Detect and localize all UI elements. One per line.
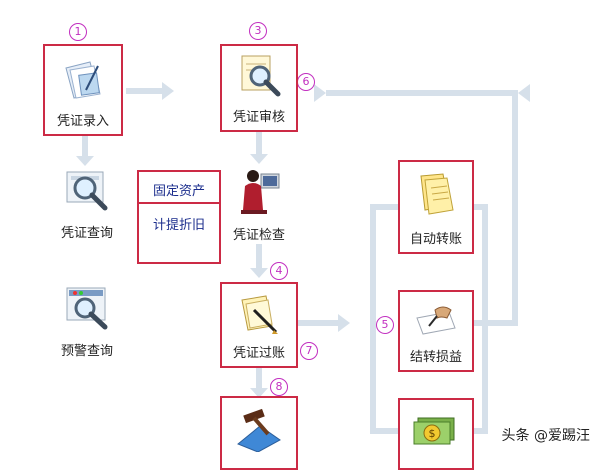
loop-pipe-top-right (462, 204, 488, 210)
auto-transfer-label: 自动转账 (409, 232, 462, 247)
step-number-4: 4 (270, 262, 288, 280)
money-icon: $ (412, 408, 460, 448)
arrow-posting-to-eight (250, 368, 268, 398)
loop-return-vertical (512, 90, 518, 326)
gavel-icon (234, 404, 284, 453)
voucher-check-node[interactable]: 凭证检查 (222, 166, 296, 243)
voucher-review-label: 凭证审核 (232, 110, 285, 125)
warning-query-label: 预警查询 (60, 344, 113, 359)
voucher-check-label: 凭证检查 (232, 228, 285, 243)
arrow-check-to-posting (250, 244, 268, 278)
step-number-1: 1 (69, 23, 87, 41)
posting-pen-icon (236, 290, 282, 336)
svg-text:$: $ (429, 427, 436, 440)
arrow-entry-to-review (126, 82, 174, 100)
fixed-assets-box: 固定资产 计提折旧 (137, 170, 221, 264)
money-node[interactable]: $ (398, 398, 474, 470)
step-number-7: 7 (300, 342, 318, 360)
step-number-5: 5 (376, 316, 394, 334)
inspector-icon (235, 166, 283, 216)
documents-stack-icon (413, 170, 459, 218)
loop-pipe-right (482, 204, 488, 434)
flowchart-canvas: 1 3 6 2 4 5 7 8 凭证录入 凭证查询 (43, 22, 590, 470)
voucher-query-node[interactable]: 凭证查询 (50, 166, 124, 242)
arrow-review-to-check (250, 132, 268, 164)
loop-pipe-bottom-left (370, 428, 400, 434)
loop-return-bottom (474, 320, 518, 326)
warning-query-node[interactable]: 预警查询 (50, 284, 124, 360)
carry-profit-loss-label: 结转损益 (409, 350, 462, 365)
loop-pipe-left (370, 204, 376, 434)
step-number-6: 6 (297, 73, 315, 91)
loop-pipe-bottom-right (462, 428, 488, 434)
arrow-entry-to-query (76, 136, 94, 166)
warning-magnifier-icon (63, 284, 111, 332)
loop-pipe-top-left (370, 204, 400, 210)
step-number-8: 8 (270, 378, 288, 396)
carry-profit-loss-node[interactable]: 结转损益 (398, 290, 474, 372)
review-magnifier-icon (236, 52, 282, 98)
magnifier-icon (63, 166, 111, 214)
arrow-posting-to-right (298, 314, 350, 332)
voucher-review-node[interactable]: 凭证审核 (220, 44, 298, 132)
depreciation-link[interactable]: 计提折旧 (152, 218, 205, 233)
signing-hand-icon (413, 298, 459, 338)
watermark-text: 头条 @爱踢汪 (501, 428, 590, 444)
loop-return-top (314, 84, 530, 102)
voucher-entry-label: 凭证录入 (56, 114, 109, 129)
fixed-assets-link[interactable]: 固定资产 (152, 184, 205, 199)
step-number-3: 3 (249, 22, 267, 40)
voucher-posting-label: 凭证过账 (232, 346, 285, 361)
fixed-assets-divider (139, 202, 219, 204)
step-eight-node[interactable] (220, 396, 298, 470)
auto-transfer-node[interactable]: 自动转账 (398, 160, 474, 254)
voucher-entry-icon (60, 56, 106, 102)
voucher-posting-node[interactable]: 凭证过账 (220, 282, 298, 368)
voucher-entry-node[interactable]: 凭证录入 (43, 44, 123, 136)
voucher-query-label: 凭证查询 (60, 226, 113, 241)
